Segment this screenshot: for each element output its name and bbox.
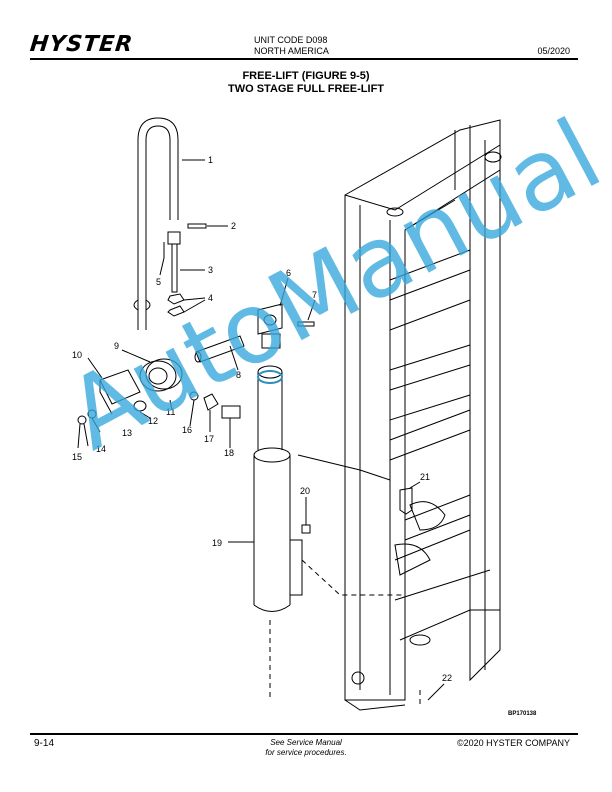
figure-code: BP170138 — [508, 711, 537, 717]
chain — [133, 117, 179, 330]
callout-9: 9 — [114, 341, 119, 351]
pin-2 — [187, 223, 207, 229]
small-hardware — [77, 391, 241, 425]
sheave-guard — [99, 369, 141, 415]
cylinder-head-bracket — [257, 303, 315, 349]
callout-15: 15 — [72, 452, 82, 462]
shaft — [194, 335, 245, 363]
figure-title: FREE-LIFT (FIGURE 9-5) TWO STAGE FULL FR… — [0, 70, 612, 96]
callout-14: 14 — [96, 444, 106, 454]
figure-title-line2: TWO STAGE FULL FREE-LIFT — [227, 83, 385, 95]
callout-20: 20 — [300, 486, 310, 496]
hyster-logo: HYSTER — [28, 32, 135, 57]
figure-title-line1: FREE-LIFT (FIGURE 9-5) — [242, 70, 370, 82]
unit-code-block: UNIT CODE D098 NORTH AMERICA — [254, 35, 329, 57]
callout-22: 22 — [442, 673, 452, 683]
mast-frame — [344, 119, 502, 711]
footer-note-line1: See Service Manual — [270, 738, 342, 747]
exploded-parts-diagram: 1 2 3 4 5 6 7 8 9 10 11 12 13 14 15 16 1… — [72, 117, 502, 711]
callout-11: 11 — [166, 407, 175, 417]
callout-12: 12 — [148, 416, 158, 426]
page-number: 9-14 — [34, 738, 55, 749]
callout-5: 5 — [156, 277, 161, 287]
chain-anchor — [163, 231, 181, 293]
callout-13: 13 — [122, 428, 132, 438]
free-lift-cylinder — [253, 365, 391, 612]
callout-3: 3 — [208, 265, 213, 275]
callout-6: 6 — [286, 268, 291, 278]
callout-8: 8 — [236, 370, 241, 380]
footer-rule — [30, 733, 578, 735]
callout-2: 2 — [231, 221, 236, 231]
sheave — [139, 358, 183, 392]
callout-1: 1 — [208, 155, 213, 165]
callout-21: 21 — [420, 472, 430, 482]
region: NORTH AMERICA — [254, 46, 329, 56]
copyright: ©2020 HYSTER COMPANY — [457, 738, 570, 748]
callout-7: 7 — [312, 290, 317, 300]
publish-date: 05/2020 — [537, 46, 570, 56]
nuts — [167, 293, 185, 317]
header-rule — [30, 58, 578, 60]
callout-leaders — [77, 159, 445, 701]
callout-10: 10 — [72, 350, 82, 360]
bolt-21 — [399, 487, 413, 515]
callout-16: 16 — [182, 425, 192, 435]
callout-19: 19 — [212, 538, 222, 548]
fitting-20 — [301, 505, 311, 534]
unit-code: UNIT CODE D098 — [254, 35, 328, 45]
callout-17: 17 — [204, 434, 214, 444]
callout-labels: 1 2 3 4 5 6 7 8 9 10 11 12 13 14 15 16 1… — [72, 155, 452, 683]
dashed-leaders — [269, 559, 421, 705]
footer-note: See Service Manual for service procedure… — [0, 738, 612, 758]
footer-note-line2: for service procedures. — [265, 748, 347, 757]
callout-18: 18 — [224, 448, 234, 458]
callout-4: 4 — [208, 293, 213, 303]
